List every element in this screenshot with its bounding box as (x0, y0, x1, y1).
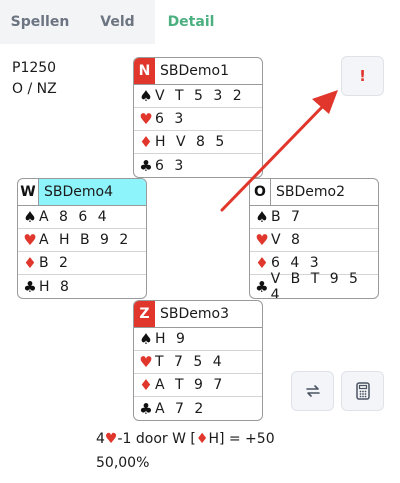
seat-label: W (18, 179, 39, 205)
tab-spellen[interactable]: Spellen (10, 14, 70, 30)
spade-cards: V T 5 3 2 (155, 88, 245, 104)
club-cards: V B T 9 5 4 (270, 270, 361, 299)
exclamation-icon: ! (359, 67, 366, 85)
club-icon: ♣ (255, 277, 269, 296)
vulnerability: O / NZ (12, 81, 57, 97)
rotate-icon (305, 385, 320, 397)
diamond-icon: ♦ (139, 133, 153, 151)
seat-label: N (134, 58, 155, 84)
hand-south: Z SBDemo3 ♠H 9 ♥T 7 5 4 ♦A T 9 7 ♣A 7 2 (133, 300, 263, 421)
heart-icon: ♥ (139, 110, 153, 128)
contract-line: 4♥-1 door W [♦H] = +50 (96, 427, 275, 451)
spade-icon: ♠ (255, 208, 269, 226)
heart-icon: ♥ (139, 353, 153, 371)
player-name: SBDemo2 (276, 184, 345, 200)
diamond-icon: ♦ (139, 376, 153, 394)
club-icon: ♣ (139, 156, 153, 175)
alert-button[interactable]: ! (341, 56, 384, 96)
heart-cards: A H B 9 2 (39, 232, 132, 248)
player-name: SBDemo4 (39, 179, 146, 205)
club-icon: ♣ (139, 399, 153, 418)
player-name: SBDemo3 (160, 306, 229, 322)
player-name: SBDemo1 (160, 63, 229, 79)
rotate-button[interactable] (291, 371, 334, 411)
hand-north: N SBDemo1 ♠V T 5 3 2 ♥6 3 ♦H V 8 5 ♣6 3 (133, 57, 263, 178)
diamond-cards: 6 4 3 (271, 255, 322, 271)
percentage: 50,00% (96, 455, 150, 471)
board-number: P1250 (12, 60, 57, 76)
spade-icon: ♠ (139, 330, 153, 348)
contract-level: 4 (96, 431, 105, 447)
heart-icon: ♥ (255, 231, 269, 249)
diamond-cards: A T 9 7 (155, 377, 226, 393)
diamond-icon: ♦ (23, 254, 37, 272)
tab-veld[interactable]: Veld (100, 14, 135, 30)
heart-icon: ♥ (104, 431, 118, 447)
heart-icon: ♥ (23, 231, 37, 249)
result-block: 4♥-1 door W [♦H] = +50 50,00% (96, 427, 275, 475)
hand-west: W SBDemo4 ♠A 8 6 4 ♥A H B 9 2 ♦B 2 ♣H 8 (17, 178, 147, 299)
heart-cards: T 7 5 4 (155, 354, 225, 370)
board-info: P1250 O / NZ (12, 58, 57, 100)
club-cards: H 8 (39, 278, 72, 295)
diamond-icon: ♦ (255, 254, 269, 272)
diamond-cards: H V 8 5 (155, 134, 228, 150)
diamond-icon: ♦ (195, 431, 209, 447)
lead-card: H (208, 431, 219, 447)
heart-cards: V 8 (271, 232, 303, 248)
club-icon: ♣ (23, 277, 37, 296)
spade-cards: B 7 (271, 209, 303, 225)
seat-label: O (250, 179, 271, 205)
seat-label: Z (134, 301, 155, 327)
club-cards: A 7 2 (155, 400, 207, 417)
tab-detail[interactable]: Detail (155, 0, 227, 44)
calculator-icon (355, 382, 370, 400)
spade-icon: ♠ (139, 87, 153, 105)
heart-cards: 6 3 (155, 111, 187, 127)
spade-cards: H 9 (155, 331, 188, 347)
diamond-cards: B 2 (39, 255, 71, 271)
spade-icon: ♠ (23, 208, 37, 226)
score: ] = +50 (218, 431, 275, 447)
hand-east: O SBDemo2 ♠B 7 ♥V 8 ♦6 4 3 ♣V B T 9 5 4 (249, 178, 379, 299)
tab-bar: Spellen Veld Detail (0, 0, 400, 44)
calculator-button[interactable] (341, 371, 384, 411)
club-cards: 6 3 (155, 157, 187, 174)
contract-rest: -1 door W [ (117, 431, 196, 447)
tab-bar-background (0, 0, 155, 44)
spade-cards: A 8 6 4 (39, 209, 110, 225)
